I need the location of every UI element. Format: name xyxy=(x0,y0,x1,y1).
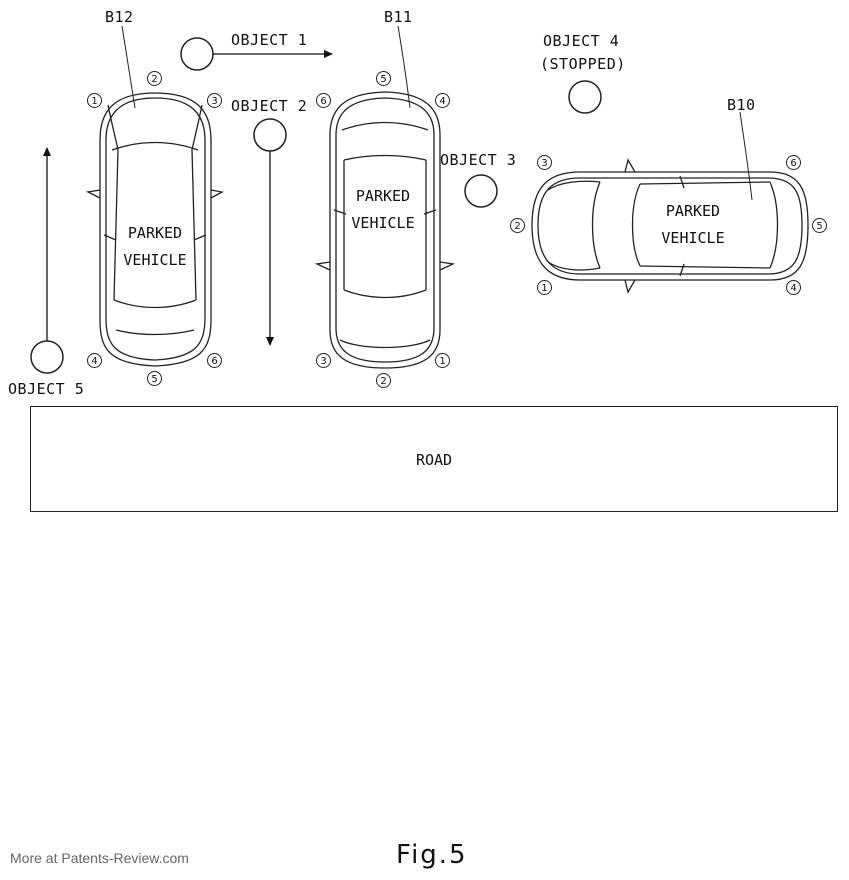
b12-status-line2: VEHICLE xyxy=(123,251,187,269)
b10-status: PARKED VEHICLE xyxy=(648,198,738,252)
figure-caption: Fig.5 xyxy=(396,840,468,870)
object-4-state-label: (STOPPED) xyxy=(540,55,626,73)
b11-status: PARKED VEHICLE xyxy=(338,183,428,237)
b11-status-line1: PARKED xyxy=(355,187,411,205)
b10-leader-line xyxy=(739,111,753,201)
b12-sensor-3: 3 xyxy=(207,93,222,108)
b10-sensor-5: 5 xyxy=(812,218,827,233)
b12-sensor-2: 2 xyxy=(147,71,162,86)
b11-sensor-3: 3 xyxy=(316,353,331,368)
b12-leader-line xyxy=(121,25,136,109)
b11-sensor-1: 1 xyxy=(435,353,450,368)
b10-label: B10 xyxy=(727,96,756,114)
object-4-marker xyxy=(568,80,602,114)
object-4-label: OBJECT 4 xyxy=(543,32,620,50)
b11-sensor-2: 2 xyxy=(376,373,391,388)
b10-sensor-3: 3 xyxy=(537,155,552,170)
b12-status: PARKED VEHICLE xyxy=(110,220,200,274)
b11-label: B11 xyxy=(384,8,413,26)
b10-sensor-2: 2 xyxy=(510,218,525,233)
b11-leader-line xyxy=(397,25,411,109)
b12-sensor-4: 4 xyxy=(87,353,102,368)
car-b11-drawing xyxy=(314,91,456,369)
car-b12-drawing xyxy=(85,92,224,367)
b12-sensor-6: 6 xyxy=(207,353,222,368)
b11-status-line2: VEHICLE xyxy=(351,214,415,232)
b11-sensor-4: 4 xyxy=(435,93,450,108)
b10-sensor-6: 6 xyxy=(786,155,801,170)
b10-status-line1: PARKED xyxy=(665,202,721,220)
b10-sensor-1: 1 xyxy=(537,280,552,295)
object-1-label: OBJECT 1 xyxy=(231,31,308,49)
road-label: ROAD xyxy=(415,451,453,469)
road-area: ROAD xyxy=(30,406,838,512)
car-b10-drawing xyxy=(531,158,809,294)
object-1-marker xyxy=(180,37,214,71)
b12-sensor-5: 5 xyxy=(147,371,162,386)
b10-sensor-4: 4 xyxy=(786,280,801,295)
object-3-marker xyxy=(464,174,498,208)
b12-label: B12 xyxy=(105,8,134,26)
watermark: More at Patents-Review.com xyxy=(10,850,189,866)
object-2-label: OBJECT 2 xyxy=(231,97,308,115)
object-5-label: OBJECT 5 xyxy=(8,380,85,398)
b10-status-line2: VEHICLE xyxy=(661,229,725,247)
object-3-label: OBJECT 3 xyxy=(440,151,517,169)
b12-sensor-1: 1 xyxy=(87,93,102,108)
object-5-marker xyxy=(30,340,64,374)
b12-status-line1: PARKED xyxy=(127,224,183,242)
object-2-marker xyxy=(253,118,287,152)
b11-sensor-5: 5 xyxy=(376,71,391,86)
b11-sensor-6: 6 xyxy=(316,93,331,108)
